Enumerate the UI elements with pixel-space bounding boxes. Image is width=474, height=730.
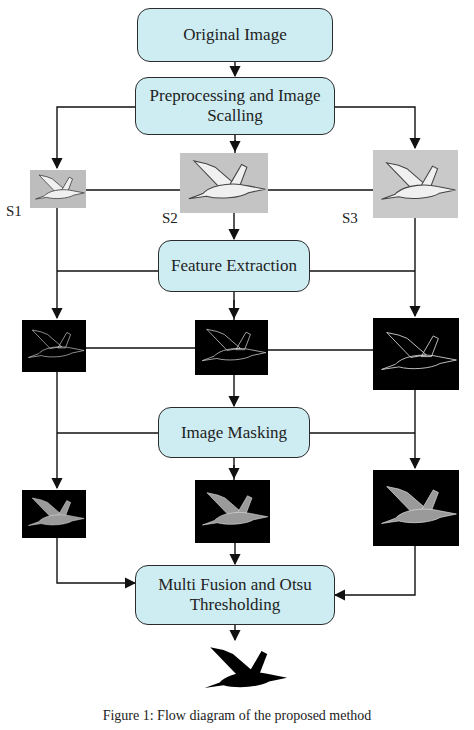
process-box: Preprocessing and Image Scalling <box>135 77 335 135</box>
box-text: Feature Extraction <box>163 252 305 280</box>
scaled-images <box>30 150 458 218</box>
scale-label: S1 <box>6 203 22 220</box>
process-box: Feature Extraction <box>158 240 310 292</box>
flow-arrow <box>234 62 235 76</box>
process-box: Image Masking <box>158 407 310 458</box>
feature-images <box>22 318 459 390</box>
process-box: Original Image <box>137 8 333 62</box>
box-text: Multi Fusion and Otsu Thresholding <box>136 571 334 618</box>
box-text: Preprocessing and Image Scalling <box>136 82 334 129</box>
result-silhouette <box>205 647 288 688</box>
figure-caption: Figure 1: Flow diagram of the proposed m… <box>0 708 474 724</box>
process-box: Multi Fusion and Otsu Thresholding <box>135 565 335 625</box>
scale-label: S3 <box>342 210 358 227</box>
box-text: Image Masking <box>173 419 295 447</box>
scale-label: S2 <box>162 210 178 227</box>
flow-lines <box>57 107 415 640</box>
box-text: Original Image <box>175 21 294 49</box>
masked-images <box>22 470 459 546</box>
